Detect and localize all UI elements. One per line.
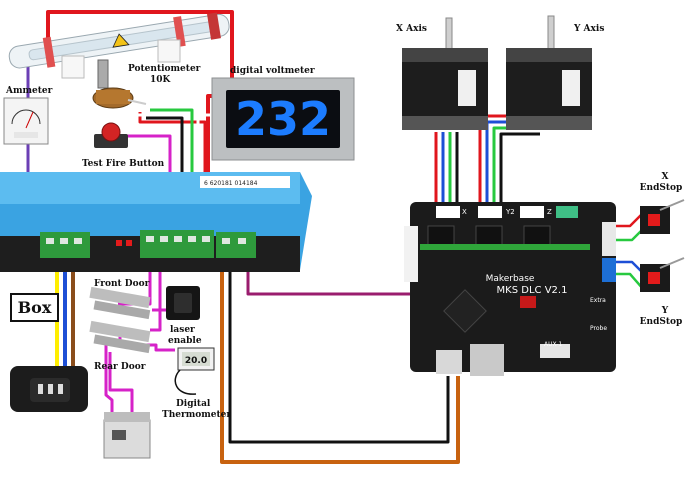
port-label-aux: AUX-1 <box>544 341 562 348</box>
wire-24v-black <box>228 260 450 444</box>
front-door-label: Front Door <box>94 279 150 289</box>
wire-y-red <box>478 114 540 210</box>
test-fire-button <box>94 122 128 148</box>
y-endstop-label-b: EndStop <box>639 317 683 327</box>
wire-chiller-2 <box>108 352 134 420</box>
ammeter <box>3 97 49 145</box>
y-endstop-label-a: Y <box>661 306 669 316</box>
potentiometer-value-label: 10K <box>150 75 171 85</box>
test-fire-label: Test Fire Button <box>82 159 165 169</box>
laser-tube <box>8 12 230 79</box>
front-door-switch <box>89 286 151 320</box>
thermometer-label-a: Digital <box>176 399 211 409</box>
wire-red-tube <box>46 10 234 232</box>
port-label-extra: Extra <box>590 297 606 304</box>
wire-yend-green <box>614 272 645 291</box>
ammeter-label: Ammeter <box>6 86 53 96</box>
laser-enable-switch <box>166 286 200 320</box>
wire-y-black <box>499 132 540 210</box>
thermometer-reading: 20.0 <box>185 356 207 366</box>
port-label-y2: Y2 <box>505 208 515 216</box>
wire-yend-blue <box>614 260 645 275</box>
rear-door-switch <box>89 320 151 354</box>
x-endstop <box>640 199 685 234</box>
laser-psu: 6 620181 014184 <box>0 172 312 272</box>
port-label-x: X <box>462 208 467 216</box>
y-axis-label: Y Axis <box>574 24 605 34</box>
potentiometer-label: Potentiometer <box>128 64 201 74</box>
wire-xend-red <box>614 213 643 228</box>
water-chiller <box>103 412 151 459</box>
x-endstop-label-a: X <box>661 172 669 182</box>
wire-xend-green <box>614 227 645 242</box>
voltmeter-label: digital voltmeter <box>230 66 315 76</box>
ac-inlet <box>10 366 88 412</box>
wire-24v-orange <box>220 260 460 464</box>
digital-voltmeter: 232 <box>211 77 355 161</box>
board-model: MKS DLC V2.1 <box>497 285 568 296</box>
port-label-probe: Probe <box>590 325 607 332</box>
thermometer-label-b: Thermometer <box>162 410 232 420</box>
port-label-z: Z <box>547 208 552 216</box>
y-axis-stepper <box>506 15 592 130</box>
mks-dlc-board: Makerbase MKS DLC V2.1 X Y2 Z Extra Prob… <box>404 202 616 376</box>
x-endstop-label-b: EndStop <box>639 183 683 193</box>
rear-door-label: Rear Door <box>94 362 146 372</box>
x-axis-label: X Axis <box>396 24 427 34</box>
wire-door-2 <box>150 254 162 332</box>
board-brand: Makerbase <box>486 274 535 284</box>
wire-chiller <box>104 345 114 420</box>
potentiometer <box>92 59 147 109</box>
box-label: Box <box>10 293 59 322</box>
laser-enable-label-b: enable <box>168 336 202 346</box>
voltmeter-reading: 232 <box>235 92 331 146</box>
y-endstop <box>640 257 685 292</box>
laser-enable-label-a: laser <box>170 325 195 335</box>
psu-barcode: 6 620181 014184 <box>204 180 258 187</box>
digital-thermometer: 20.0 <box>174 347 215 395</box>
x-axis-stepper <box>402 17 488 130</box>
